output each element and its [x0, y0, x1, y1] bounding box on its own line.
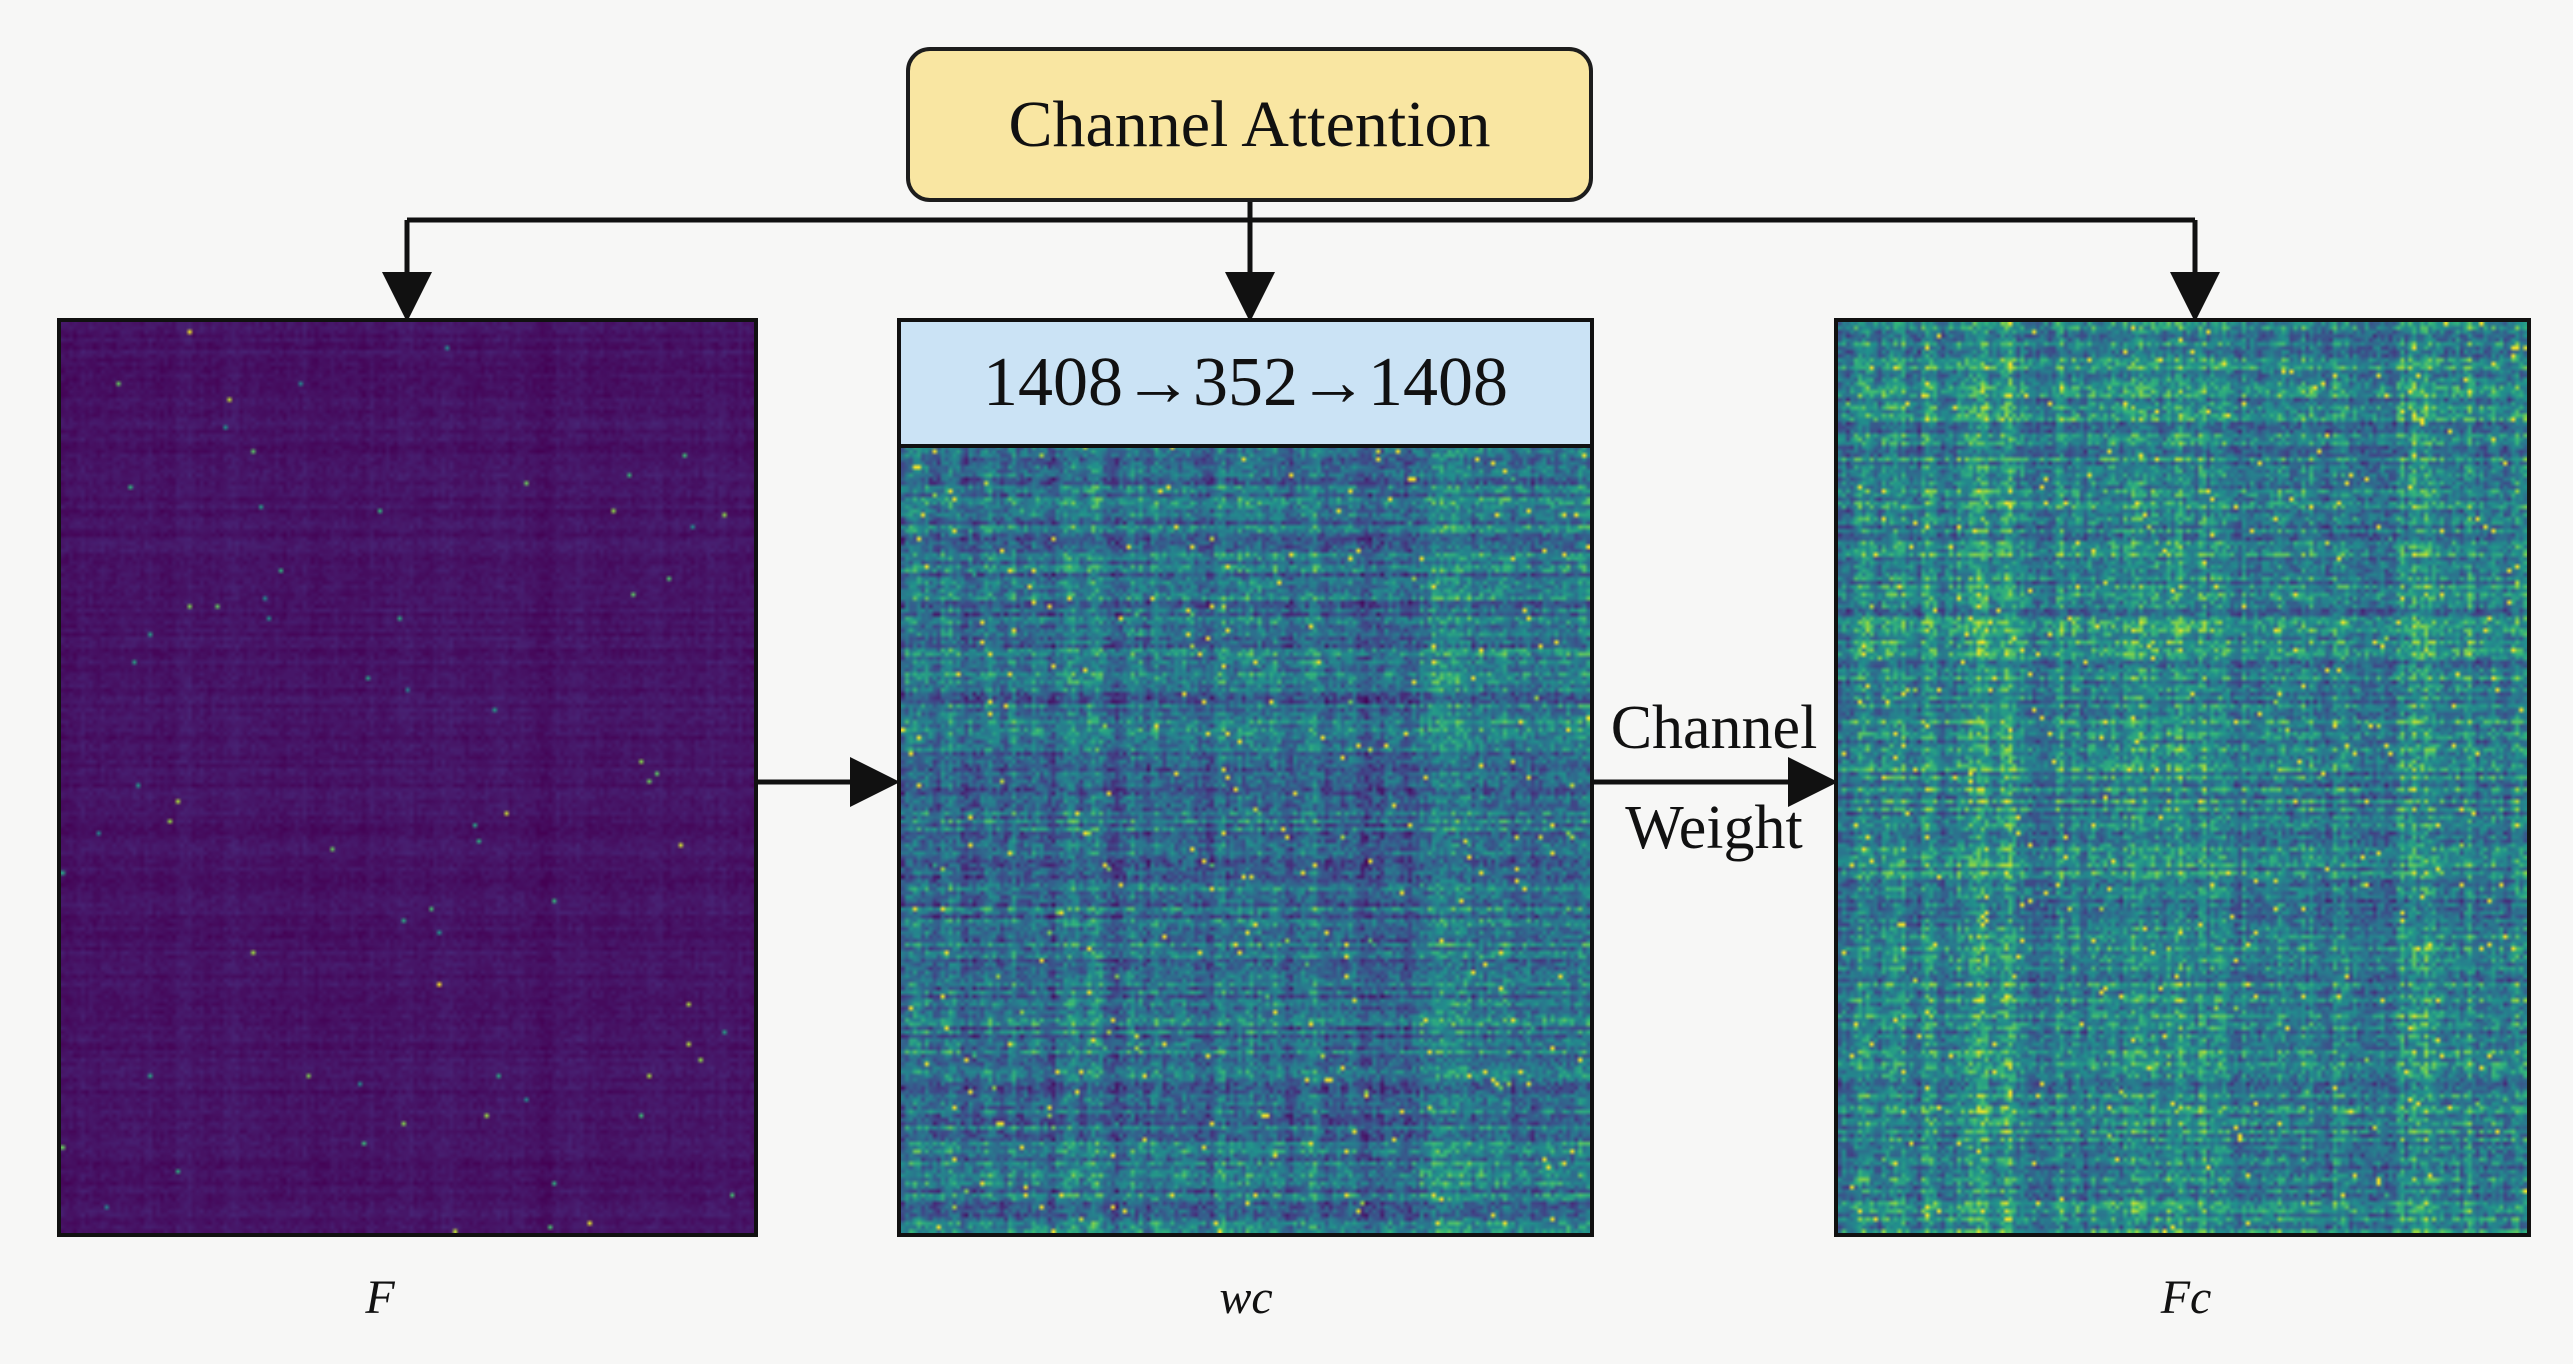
dimension-label: 1408→352→1408: [983, 344, 1508, 421]
caption-f: F: [365, 1271, 395, 1324]
heatmap-fc: [1834, 318, 2531, 1237]
heatmap-f-canvas: [61, 322, 754, 1233]
heatmap-fc-canvas: [1838, 322, 2527, 1233]
heatmap-f: [57, 318, 758, 1237]
caption-wc: wc: [1219, 1271, 1273, 1324]
channel-weight-label-line1: Channel: [1610, 694, 1818, 762]
channel-attention-box: Channel Attention: [906, 47, 1593, 202]
channel-attention-label: Channel Attention: [1008, 87, 1491, 161]
dimension-box: 1408→352→1408: [901, 322, 1590, 448]
heatmap-wc-canvas: [901, 322, 1590, 1233]
channel-weight-label-line2: Weight: [1625, 794, 1803, 862]
caption-fc: Fc: [2160, 1271, 2212, 1324]
heatmap-wc: [897, 318, 1594, 1237]
